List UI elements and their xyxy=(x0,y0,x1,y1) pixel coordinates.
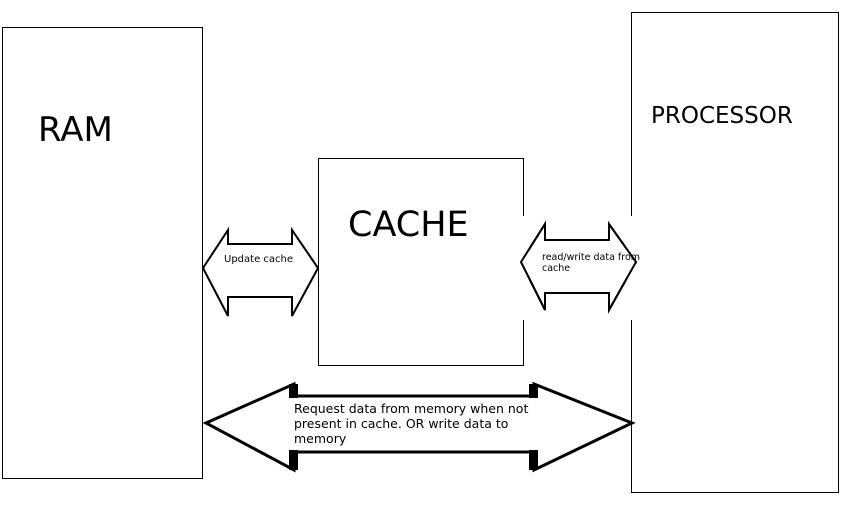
read-write-label: read/write data from cache xyxy=(542,252,641,274)
ram-cache-arrow xyxy=(201,226,320,317)
ram-box xyxy=(2,27,203,479)
shaft-end-mark xyxy=(289,450,298,470)
shaft-end-mark xyxy=(529,450,538,470)
shaft-end-mark xyxy=(289,384,298,398)
update-cache-label: Update cache xyxy=(224,254,294,265)
cache-box xyxy=(318,158,524,366)
cache-label: CACHE xyxy=(348,205,469,245)
processor-edge-gap xyxy=(626,216,636,320)
ram-label: RAM xyxy=(38,110,113,150)
processor-box xyxy=(631,12,839,493)
request-data-label: Request data from memory when not presen… xyxy=(294,401,529,446)
processor-label: PROCESSOR xyxy=(651,103,793,129)
cache-processor-arrow-outline xyxy=(519,220,638,314)
shaft-end-mark xyxy=(529,384,538,398)
